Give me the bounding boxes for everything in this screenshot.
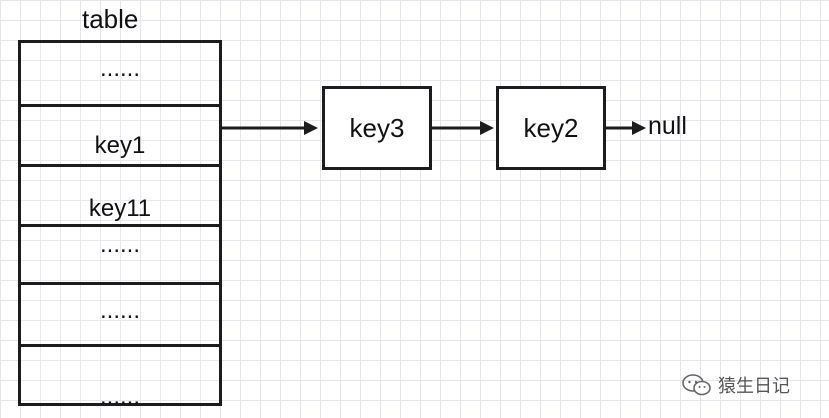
arrowhead-null: [632, 121, 646, 135]
node-key2: key2: [496, 86, 606, 170]
table-row-text: key11: [88, 195, 152, 222]
null-terminal: null: [648, 112, 687, 140]
arrowhead-key2: [480, 121, 494, 135]
arrowhead-key3: [304, 121, 318, 135]
table-label: table: [82, 4, 139, 34]
table-row: ......: [21, 227, 219, 285]
table-row: key1: [21, 107, 219, 167]
table-row: ......: [21, 285, 219, 347]
table-row: ......: [21, 347, 219, 409]
table-row-text: ......: [99, 231, 140, 258]
table-row-text: ......: [99, 383, 140, 410]
table-row: ......: [21, 43, 219, 107]
watermark-text: 猿生日记: [718, 376, 790, 397]
table-row-text: ......: [99, 55, 140, 82]
watermark: 猿生日记: [682, 372, 790, 398]
table-row-text: ......: [99, 297, 140, 324]
wechat-icon: [682, 374, 711, 396]
node-key3: key3: [322, 86, 432, 170]
table-row: key11: [21, 167, 219, 227]
table-row-text: key1: [94, 132, 146, 159]
hash-table: ...... key1 key11 ...... ...... ......: [18, 40, 222, 409]
